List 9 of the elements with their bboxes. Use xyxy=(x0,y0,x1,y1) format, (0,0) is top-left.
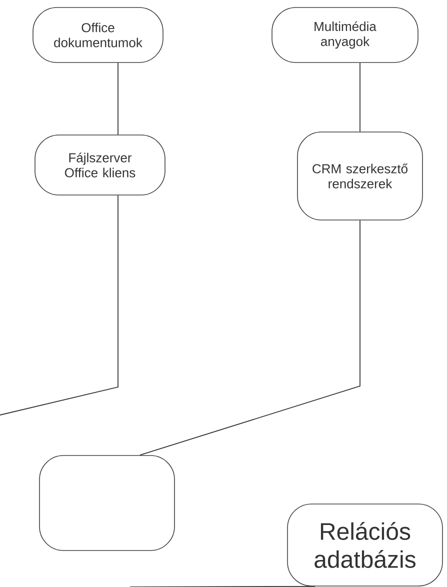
rounded-box: Multimédia anyagok xyxy=(272,7,418,63)
rounded-box: Fájlszerver Office kliens xyxy=(34,134,166,196)
rounded-box: CRM szerkesztő rendszerek xyxy=(297,132,423,220)
connector-line xyxy=(0,194,118,416)
connector-line xyxy=(140,220,360,456)
rounded-box: Office dokumentumok xyxy=(32,7,164,63)
rounded-box xyxy=(39,455,175,551)
rounded-box: Relációs adatbázis xyxy=(287,504,443,586)
connector-line xyxy=(130,586,316,587)
